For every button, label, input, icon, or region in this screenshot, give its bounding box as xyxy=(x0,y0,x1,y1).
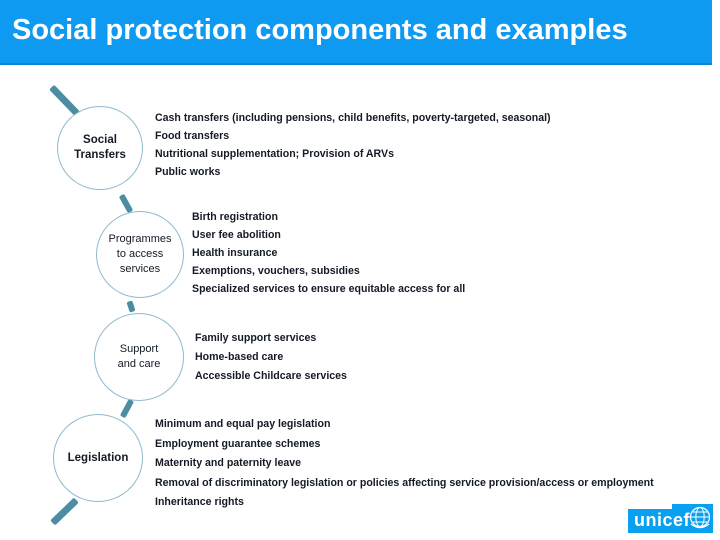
spine-segment-bottom xyxy=(50,497,79,526)
spine-segment-2-3 xyxy=(126,300,136,313)
list-item: Family support services xyxy=(195,332,317,344)
node-label: Programmes to access services xyxy=(108,233,172,275)
list-item: Food transfers xyxy=(155,130,230,142)
examples-social-transfers: Cash transfers (including pensions, chil… xyxy=(155,109,551,181)
node-support-and-care: Support and care xyxy=(94,313,184,401)
un-globe-icon xyxy=(689,506,711,529)
list-item: Home-based care xyxy=(195,351,284,363)
list-item: Employment guarantee schemes xyxy=(155,437,321,450)
list-item: Accessible Childcare services xyxy=(195,370,347,382)
spine-segment-top xyxy=(49,84,80,117)
spine-segment-1-2 xyxy=(118,193,134,214)
examples-support-and-care: Family support services Home-based care … xyxy=(195,329,347,386)
page-title: Social protection components and example… xyxy=(12,14,628,46)
examples-legislation: Minimum and equal pay legislation Employ… xyxy=(155,415,654,513)
list-item: Nutritional supplementation; Provision o… xyxy=(155,148,394,160)
list-item: Exemptions, vouchers, subsidies xyxy=(192,265,360,277)
list-item: Inheritance rights xyxy=(155,496,244,508)
node-social-transfers: Social Transfers xyxy=(57,106,143,190)
examples-programmes-access-services: Birth registration User fee abolition He… xyxy=(192,208,465,298)
list-item: Birth registration xyxy=(192,211,278,223)
node-label: Support and care xyxy=(117,343,161,370)
list-item: Removal of discriminatory legislation or… xyxy=(155,476,654,489)
node-programmes-access-services: Programmes to access services xyxy=(96,211,184,298)
unicef-logo-text: unicef xyxy=(634,510,691,530)
list-item: Cash transfers (including pensions, chil… xyxy=(155,112,551,124)
node-label: Legislation xyxy=(67,452,129,464)
list-item: Maternity and paternity leave xyxy=(155,457,302,469)
slide-title-bar: Social protection components and example… xyxy=(0,0,712,65)
node-label: Social Transfers xyxy=(74,134,126,161)
list-item: Specialized services to ensure equitable… xyxy=(192,283,466,295)
list-item: Public works xyxy=(155,166,221,178)
unicef-logo-emblem-block xyxy=(672,504,713,533)
list-item: Health insurance xyxy=(192,247,278,259)
list-item: User fee abolition xyxy=(192,229,281,241)
list-item: Minimum and equal pay legislation xyxy=(155,418,331,430)
node-legislation: Legislation xyxy=(53,414,143,502)
spine-segment-3-4 xyxy=(119,398,135,419)
